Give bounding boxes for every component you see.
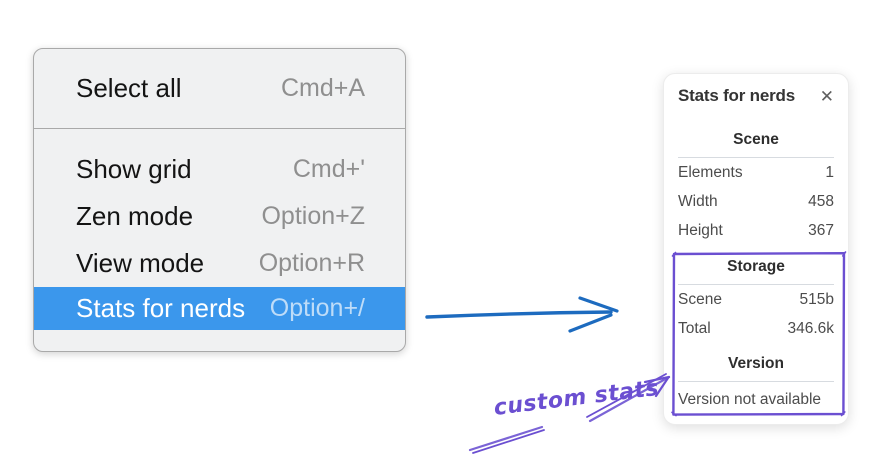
menu-item-zen-mode[interactable]: Zen mode Option+Z	[34, 193, 405, 240]
close-icon[interactable]: ✕	[819, 86, 834, 106]
menu-item-stats-for-nerds[interactable]: Stats for nerds Option+/	[34, 286, 405, 330]
stat-value: 515b	[799, 291, 834, 308]
section-divider	[678, 157, 834, 158]
menu-item-shortcut: Cmd+'	[292, 154, 365, 183]
stat-label: Scene	[678, 291, 722, 308]
section-divider	[678, 381, 834, 382]
section-heading-scene: Scene	[733, 131, 779, 148]
menu-item-shortcut: Option+Z	[261, 201, 365, 230]
version-note: Version not available	[678, 391, 822, 408]
menu-item-select-all[interactable]: Select all Cmd+A	[34, 49, 405, 128]
menu-item-view-mode[interactable]: View mode Option+R	[34, 240, 405, 287]
menu-item-label: Stats for nerds	[76, 292, 246, 323]
menu-item-shortcut: Option+/	[269, 293, 365, 322]
stat-label: Total	[678, 320, 711, 337]
menu-item-shortcut: Cmd+A	[280, 73, 365, 102]
arrow-menu-to-panel-icon	[425, 296, 619, 333]
stat-value: 346.6k	[787, 320, 834, 337]
section-heading-version: Version	[728, 355, 784, 372]
stat-value: 458	[808, 193, 834, 210]
stat-row-storage-scene: Scene 515b	[678, 285, 834, 314]
section-heading-storage: Storage	[727, 258, 785, 275]
menu-item-label: Zen mode	[76, 200, 194, 231]
stat-row-width: Width 458	[678, 187, 834, 216]
context-menu: Select all Cmd+A Show grid Cmd+' Zen mod…	[33, 48, 406, 352]
menu-divider	[34, 127, 405, 129]
stats-panel: Stats for nerds ✕ Scene Elements 1 Width…	[663, 73, 849, 425]
stat-value: 1	[825, 164, 834, 181]
stat-row-elements: Elements 1	[678, 158, 834, 187]
menu-item-show-grid[interactable]: Show grid Cmd+'	[34, 146, 405, 193]
menu-item-shortcut: Option+R	[258, 248, 365, 277]
menu-item-label: View mode	[76, 247, 205, 278]
annotation-label: custom stats	[492, 375, 661, 421]
stat-label: Elements	[678, 164, 743, 181]
stats-panel-header: Stats for nerds ✕	[678, 86, 834, 106]
stat-label: Height	[678, 222, 723, 239]
menu-item-label: Show grid	[76, 153, 192, 184]
stat-value: 367	[808, 222, 834, 239]
stat-row-height: Height 367	[678, 216, 834, 245]
stat-label: Width	[678, 193, 718, 210]
menu-group: Show grid Cmd+' Zen mode Option+Z View m…	[34, 129, 405, 330]
stats-panel-title: Stats for nerds	[678, 86, 795, 105]
menu-item-label: Select all	[76, 72, 182, 103]
stat-row-storage-total: Total 346.6k	[678, 314, 834, 343]
